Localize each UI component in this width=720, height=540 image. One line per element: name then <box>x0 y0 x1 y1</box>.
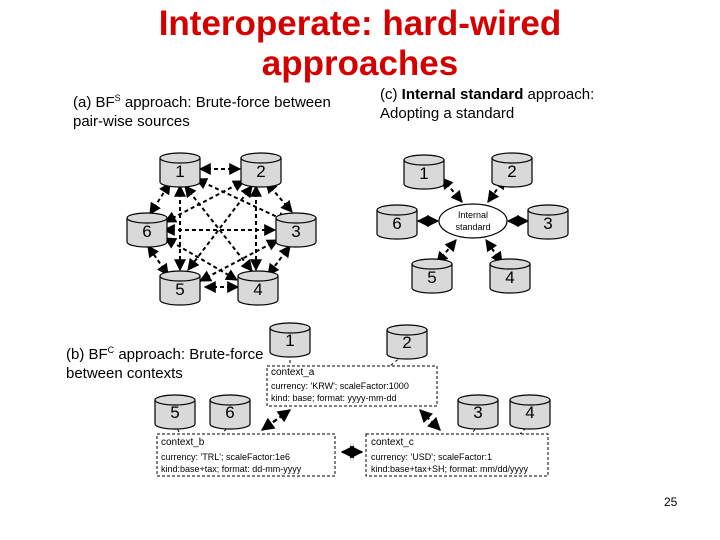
node-b1-label: 1 <box>285 331 294 350</box>
context-c-line2: kind:base+tax+SH; format: mm/dd/yyyy <box>371 464 529 474</box>
caption-panel-c: (c) Internal standard approach: Adopting… <box>380 86 595 122</box>
context-b-line1: currency: 'TRL'; scaleFactor:1e6 <box>161 452 290 462</box>
node-c1-label: 1 <box>419 164 428 183</box>
context-c-box <box>365 433 549 477</box>
node-a6-label: 6 <box>142 222 151 241</box>
context-c-line1: currency: 'USD'; scaleFactor:1 <box>371 452 492 462</box>
node-b5-label: 5 <box>170 403 179 422</box>
node-c5-label: 5 <box>427 268 436 287</box>
context-a-line1: currency: 'KRW'; scaleFactor:1000 <box>271 381 409 391</box>
page-number: 25 <box>664 495 678 509</box>
node-b3-label: 3 <box>473 403 482 422</box>
node-c3-label: 3 <box>543 214 552 233</box>
context-a-box <box>266 365 438 407</box>
context-a-name: context_a <box>271 367 315 378</box>
node-a1-label: 1 <box>175 162 184 181</box>
context-b-line2: kind:base+tax; format: dd-mm-yyyy <box>161 464 302 474</box>
node-c4-label: 4 <box>505 268 514 287</box>
node-c6-label: 6 <box>392 214 401 233</box>
node-a5-label: 5 <box>175 280 184 299</box>
context-c-name: context_c <box>371 437 414 448</box>
context-b-name: context_b <box>161 437 205 448</box>
node-a3-label: 3 <box>291 222 300 241</box>
caption-panel-a: (a) BFS approach: Brute-force between pa… <box>73 93 331 130</box>
context-a-line2: kind: base; format: yyyy-mm-dd <box>271 393 397 403</box>
caption-panel-b: (b) BFC approach: Brute-force between co… <box>66 345 264 382</box>
panel-a-mesh <box>147 163 293 293</box>
hub-label-line1: Internal <box>458 210 488 220</box>
node-a4-label: 4 <box>253 280 262 299</box>
node-a2-label: 2 <box>256 162 265 181</box>
context-arrows <box>260 409 441 459</box>
node-c2-label: 2 <box>507 162 516 181</box>
node-b6-label: 6 <box>225 403 234 422</box>
internal-standard-hub <box>438 203 508 239</box>
context-b-box <box>156 433 336 477</box>
panel-c-spokes <box>416 177 530 264</box>
node-b4-label: 4 <box>525 403 534 422</box>
node-b2-label: 2 <box>402 333 411 352</box>
slide-title-line2: approaches <box>261 44 459 83</box>
slide-title-line1: Interoperate: hard-wired <box>158 4 562 43</box>
hub-label-line2: standard <box>455 222 490 232</box>
